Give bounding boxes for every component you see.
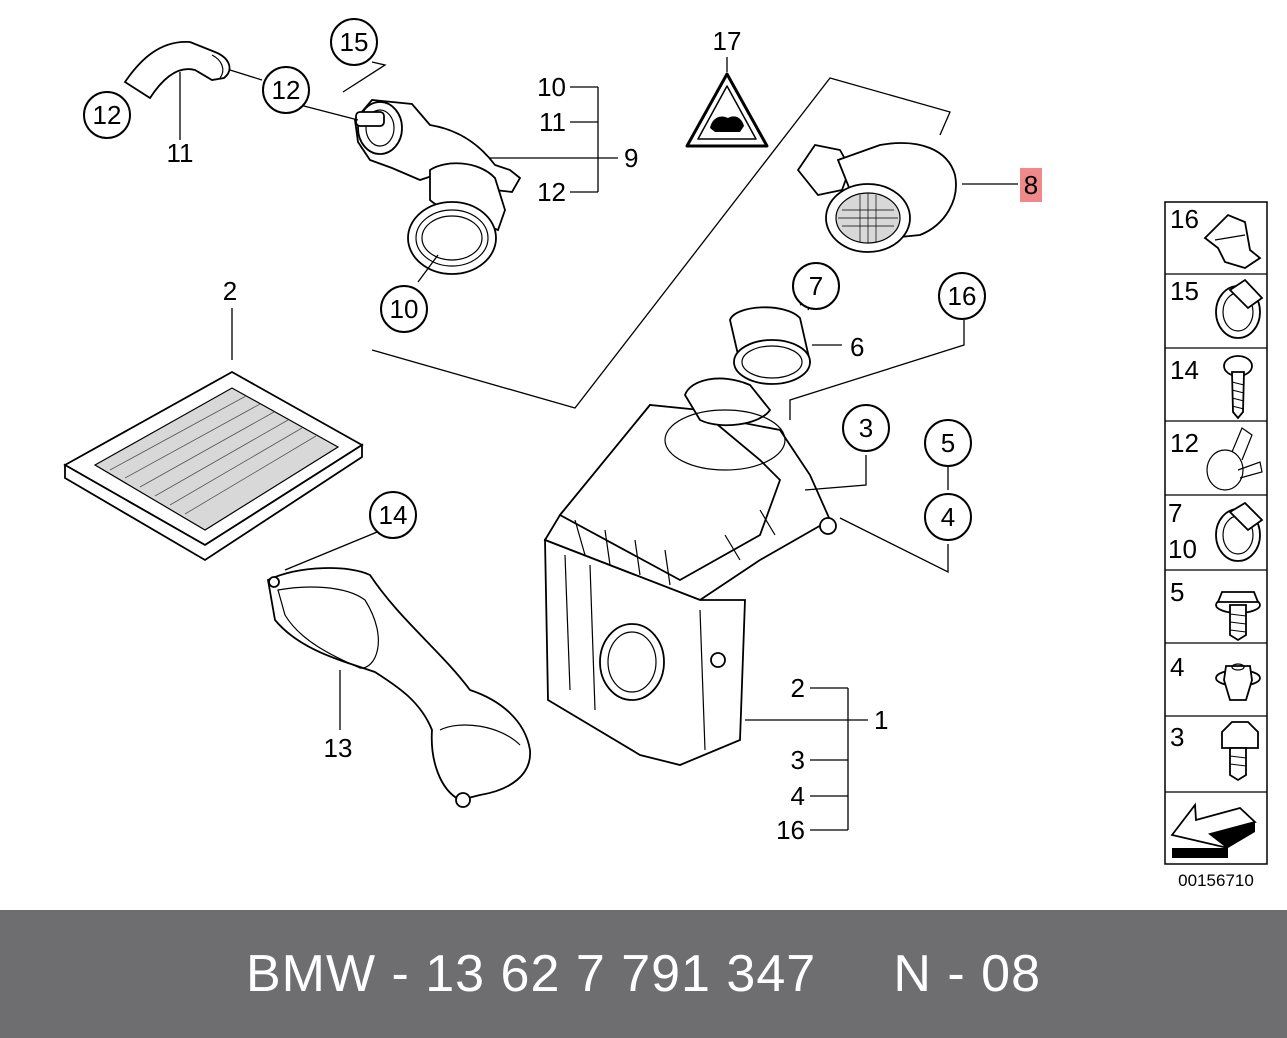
legend-label: 14 (1170, 355, 1199, 385)
group-bracket-9 (570, 86, 618, 193)
callout-16-text: 16 (948, 281, 977, 311)
label-10-group: 10 (537, 72, 566, 102)
part-number-caption: BMW - 13 62 7 791 347 N - 08 (245, 945, 1042, 1003)
air-filter-part-2 (63, 308, 364, 562)
callout-12-top: 12 (262, 66, 310, 114)
legend-label: 15 (1170, 276, 1199, 306)
direction-arrow-icon (1170, 802, 1257, 858)
label-17: 17 (713, 26, 742, 56)
legend-row-7-10: 7 10 (1168, 498, 1264, 564)
legend-row-4: 4 (1170, 652, 1261, 701)
sub-assembly-frame (371, 77, 951, 409)
callout-3-text: 3 (859, 413, 873, 443)
legend-row-15: 15 (1170, 276, 1264, 339)
air-filter-housing-part-1 (543, 377, 848, 766)
label-4-box: 4 (791, 781, 805, 811)
label-13: 13 (324, 733, 353, 763)
label-12-group: 12 (537, 177, 566, 207)
legend-label: 16 (1170, 204, 1199, 234)
label-3-box: 3 (791, 745, 805, 775)
label-16-box: 16 (776, 815, 805, 845)
legend-label: 12 (1170, 428, 1199, 458)
warning-label-part-17 (685, 57, 769, 148)
label-11-hose: 11 (167, 138, 194, 168)
highlight-marker-8 (1020, 168, 1042, 202)
legend-label: 7 (1168, 498, 1182, 528)
label-9: 9 (624, 143, 638, 173)
legend-row-3: 3 (1170, 721, 1259, 782)
label-8: 8 (1024, 170, 1038, 200)
group-bracket-1 (810, 687, 868, 831)
label-11-group: 11 (539, 107, 566, 137)
label-2-filter: 2 (223, 276, 237, 306)
legend-label: 3 (1170, 722, 1184, 752)
legend-row-16: 16 (1170, 204, 1262, 269)
callout-16: 16 (938, 272, 986, 320)
callout-15-text: 15 (340, 27, 369, 57)
callout-4: 4 (924, 493, 972, 541)
footer-bar: BMW - 13 62 7 791 347 N - 08 (0, 910, 1287, 1038)
legend-row-12: 12 (1170, 427, 1263, 491)
parts-diagram: 12 12 15 10 7 16 3 5 4 14 11 17 10 11 9 … (63, 18, 1268, 890)
seal-ring-part-6 (729, 299, 842, 385)
label-1: 1 (874, 705, 888, 735)
callout-14-text: 14 (379, 500, 408, 530)
legend-row-14: 14 (1170, 355, 1253, 420)
callout-12-left: 12 (83, 91, 131, 139)
legend-row-5: 5 (1170, 577, 1261, 642)
callout-5: 5 (924, 419, 972, 467)
callout-4-text: 4 (941, 502, 955, 532)
catalog-number: 00156710 (1178, 871, 1254, 890)
hose-part-11 (123, 41, 263, 140)
callout-12-top-text: 12 (272, 75, 301, 105)
leader-lines (789, 299, 965, 574)
callout-15: 15 (330, 18, 378, 66)
label-2-box: 2 (791, 673, 805, 703)
callout-10: 10 (380, 285, 428, 333)
callout-14: 14 (369, 491, 417, 539)
legend-label: 5 (1170, 577, 1184, 607)
callout-5-text: 5 (941, 428, 955, 458)
intake-duct-part-13 (266, 529, 531, 808)
callout-7: 7 (792, 262, 840, 310)
callout-3: 3 (842, 404, 890, 452)
callout-7-text: 7 (809, 271, 823, 301)
callout-10-text: 10 (390, 294, 419, 324)
legend-label-2: 10 (1168, 534, 1197, 564)
intake-pipe-part-9 (299, 61, 598, 283)
label-6: 6 (850, 332, 864, 362)
callout-12-left-text: 12 (93, 100, 122, 130)
legend-label: 4 (1170, 652, 1184, 682)
air-mass-meter-part-8 (796, 142, 1018, 253)
legend-panel: 16 15 14 12 (1164, 201, 1268, 865)
